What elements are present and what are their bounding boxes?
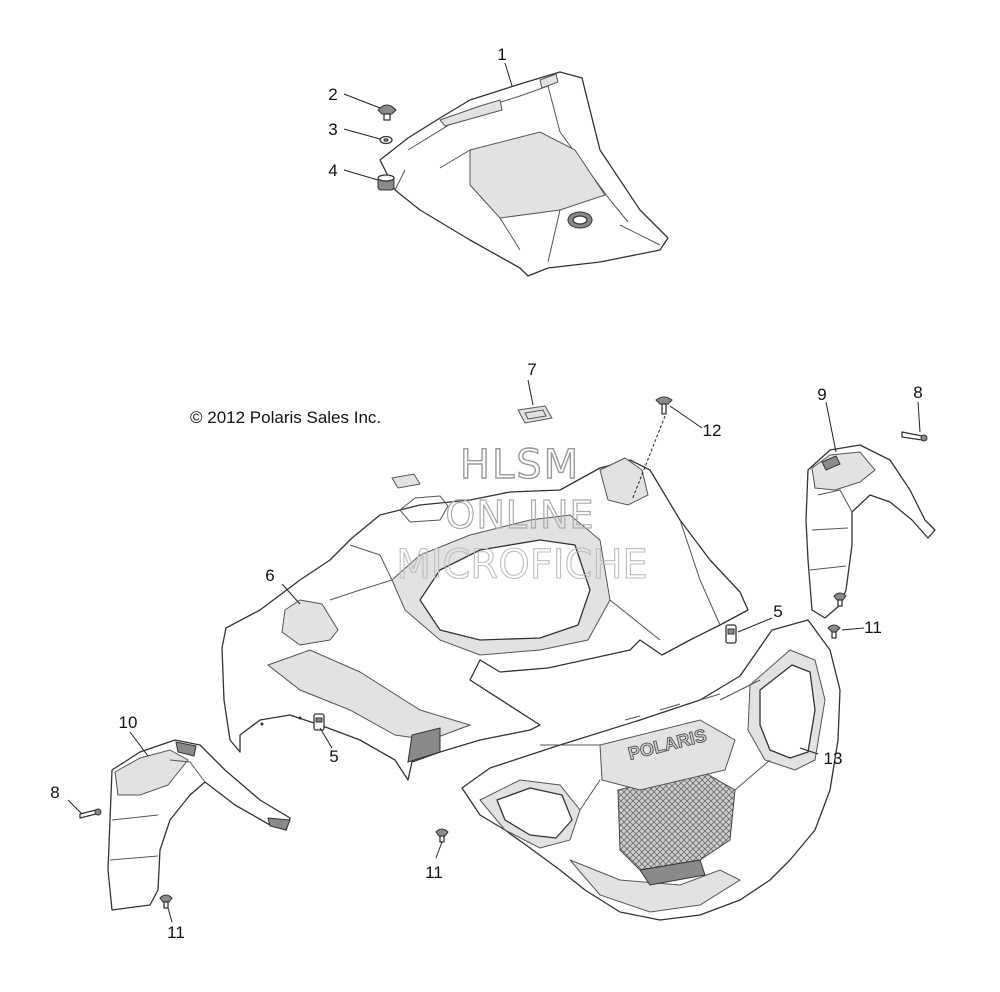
callout-4: 4 xyxy=(328,161,337,180)
watermark-line-2: ONLINE xyxy=(445,493,594,537)
callout-11-left: 11 xyxy=(167,923,185,942)
callout-labels: 1 2 3 4 5 5 6 7 8 8 9 10 11 11 11 12 13 xyxy=(50,45,922,942)
callout-13: 13 xyxy=(824,749,843,768)
part-4-grommet xyxy=(377,174,395,191)
callout-9: 9 xyxy=(817,385,826,404)
part-10-left-fender xyxy=(107,739,291,911)
watermark-line-1: HLSM xyxy=(460,442,580,488)
part-1-hood-cover xyxy=(379,71,669,277)
callout-11-center: 11 xyxy=(425,863,443,882)
copyright-notice: © 2012 Polaris Sales Inc. xyxy=(190,408,381,427)
part-8-screw-left xyxy=(79,808,102,819)
watermark: HLSM ONLINE MICROFICHE xyxy=(396,441,649,588)
part-5-clip-front xyxy=(725,624,737,644)
callout-1: 1 xyxy=(497,45,506,64)
callout-5-front: 5 xyxy=(773,602,782,621)
part-11-rivet-left xyxy=(159,894,173,909)
part-7-rubber-pad xyxy=(517,405,553,424)
part-12-screw xyxy=(655,396,673,415)
callout-11-right: 11 xyxy=(864,618,882,637)
part-7-pad-installed xyxy=(391,473,421,489)
callout-3: 3 xyxy=(328,120,337,139)
callout-12: 12 xyxy=(703,421,722,440)
callout-5-side: 5 xyxy=(329,747,338,766)
part-13-front-fascia: POLARIS xyxy=(461,619,841,921)
callout-2: 2 xyxy=(328,85,337,104)
callout-7: 7 xyxy=(527,360,536,379)
callout-10: 10 xyxy=(119,713,138,732)
part-11-rivet-right-upper xyxy=(833,592,847,607)
part-11-rivet-right-lower xyxy=(827,624,841,639)
part-2-push-rivet xyxy=(377,104,397,121)
part-11-rivet-center xyxy=(435,828,449,843)
callout-8-right: 8 xyxy=(913,383,922,402)
part-9-right-fender xyxy=(805,444,936,619)
watermark-line-3: MICROFICHE xyxy=(396,542,648,588)
part-8-screw-right xyxy=(901,431,928,442)
leader-lines xyxy=(67,62,921,923)
part-3-washer xyxy=(379,135,393,145)
part-5-clip-side xyxy=(313,713,325,731)
callout-8-left: 8 xyxy=(50,783,59,802)
callout-6: 6 xyxy=(265,566,274,585)
